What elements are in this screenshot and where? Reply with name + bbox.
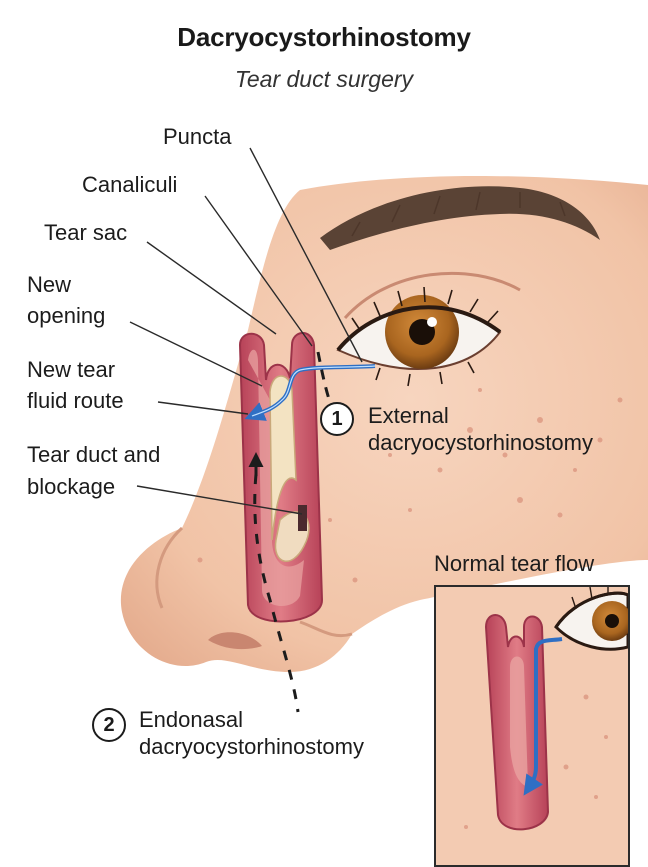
label-tear-sac: Tear sac	[44, 220, 128, 245]
leader-lines	[129, 147, 363, 515]
label-new-opening-line2: opening	[27, 303, 106, 328]
procedure-1-line2: dacryocystorhinostomy	[368, 430, 593, 455]
procedure-1-number: 1	[320, 402, 354, 436]
eyebrow	[320, 186, 600, 250]
label-blockage-line2: blockage	[27, 474, 116, 499]
endonasal-route-line	[253, 473, 300, 713]
procedure-2-number: 2	[92, 708, 126, 742]
label-new-route-line2: fluid route	[27, 388, 124, 413]
nostril	[208, 632, 262, 650]
label-puncta: Puncta	[163, 124, 232, 149]
blockage	[298, 505, 307, 531]
eyelashes	[351, 286, 499, 387]
page-title: Dacryocystorhinostomy	[177, 22, 471, 52]
label-new-opening-line1: New	[27, 272, 72, 297]
inset-illustration	[436, 587, 628, 865]
page-subtitle: Tear duct surgery	[234, 66, 414, 92]
procedure-1-line1: External	[368, 403, 449, 428]
normal-tear-flow-inset	[434, 585, 630, 867]
external-incision-line	[316, 351, 334, 409]
skin-freckles	[197, 388, 623, 583]
procedure-2-line2: dacryocystorhinostomy	[139, 734, 364, 759]
procedure-2-line1: Endonasal	[139, 707, 243, 732]
label-blockage-line1: Tear duct and	[27, 442, 161, 467]
inset-title: Normal tear flow	[434, 551, 595, 576]
normal-tear-route	[523, 637, 563, 796]
label-new-route-line1: New tear	[27, 357, 116, 382]
lacrimal-duct	[238, 332, 324, 623]
label-canaliculi: Canaliculi	[82, 172, 178, 197]
tear-sac-fold	[269, 375, 297, 541]
